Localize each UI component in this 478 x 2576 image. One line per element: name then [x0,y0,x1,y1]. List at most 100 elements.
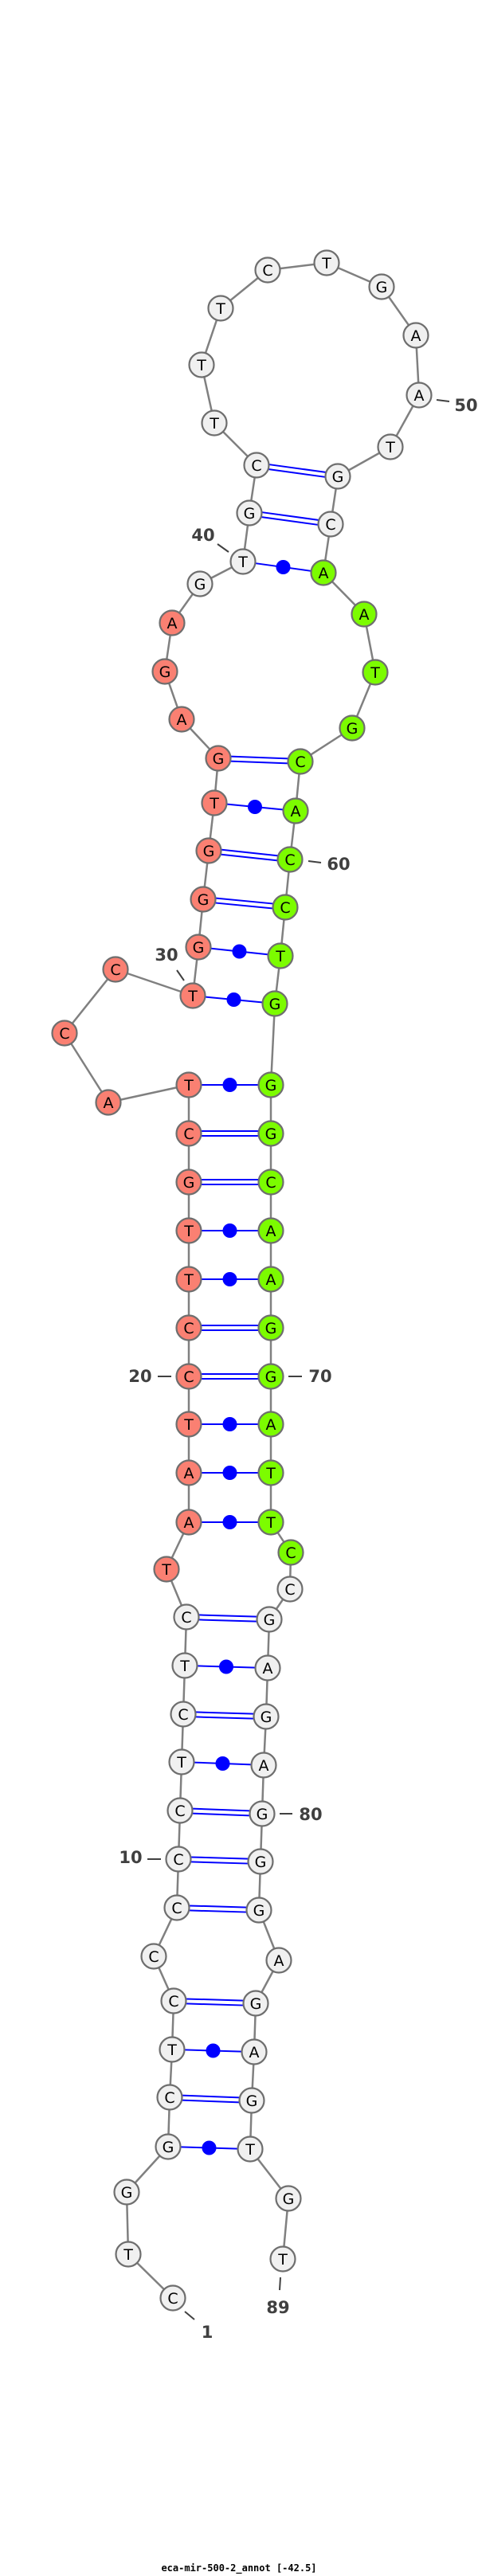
nucleotide: T [229,548,257,575]
nucleotide: G [339,714,366,742]
nucleotide: T [188,351,215,378]
backbone-link [269,1003,276,1086]
nucleotide-letter: C [168,1993,178,2010]
pair-line [215,897,274,905]
nucleotide-circle [265,1947,292,1974]
pair-line [261,516,319,526]
position-label: 10 [119,1848,161,1867]
nucleotide-circle [175,1314,202,1341]
gc-pair [220,848,279,862]
nucleotide-circle [102,956,129,983]
nucleotide: C [140,1943,167,1970]
nucleotide-circle [175,1120,202,1147]
pair-line [182,2094,241,2099]
position-label: 1 [184,2311,213,2342]
nucleotide-letter: G [269,996,281,1013]
nucleotide-circle [153,1556,180,1583]
nucleotide-letter: G [257,1806,268,1823]
nucleotide: T [168,1748,195,1775]
nucleotide-letter: G [246,2093,258,2110]
nucleotide-circle [257,1509,284,1536]
gc-pair [268,464,327,478]
nucleotide: G [257,1363,284,1390]
nucleotide: C [175,1120,202,1147]
pair-line [230,755,289,760]
nucleotide-letter: T [277,2251,288,2269]
nucleotide-circle [229,548,257,575]
nucleotide-circle [256,1606,283,1633]
nucleotide: C [159,2284,186,2312]
nucleotide-letter: T [183,1416,194,1434]
backbone-link [115,968,194,997]
nucleotide-circle [272,894,299,921]
nucleotide-letter: T [196,357,206,374]
gc-pair [201,1325,259,1331]
nucleotide: A [257,1411,284,1438]
nucleotide: G [190,886,217,913]
pair-dot [248,800,262,814]
nucleotide-circle [195,837,222,864]
gc-pair [188,1905,248,1913]
nucleotide-letter: C [164,2089,174,2107]
weak-pair [201,1078,259,1092]
nucleotide-letter: C [174,1803,185,1820]
nucleotide-letter: T [187,988,198,1005]
nucleotide: T [237,2136,264,2163]
nucleotide-letter: A [319,565,329,582]
pair-line [195,1711,255,1715]
nucleotide: G [257,1071,284,1098]
nucleotide: C [156,2084,183,2111]
nucleotide-circle [163,1894,190,1921]
weak-pair [196,1659,257,1674]
nucleotide: G [151,658,178,685]
nucleotide-circle [171,1652,198,1679]
nucleotide-circle [175,1071,202,1098]
nucleotide-letter: G [244,505,256,523]
pair-dot [219,1659,233,1674]
nucleotide-letter: A [266,1223,276,1240]
nucleotide-circle [406,382,433,409]
nucleotide: G [242,1990,269,2017]
nucleotide-circle [313,249,340,276]
weak-pair [201,1272,259,1286]
nucleotide-letter: T [237,554,248,571]
nucleotide-circle [257,1217,284,1244]
pair-line [190,1856,249,1860]
nucleotide-letter: G [283,2190,295,2208]
nucleotide-circle [190,886,217,913]
nucleotides: CTGGCTCCCCCTCTCTAATCCTTGCTACCTGGGTGAGAGT… [51,249,433,2312]
position-tick [308,860,322,863]
position-number: 80 [299,1805,322,1824]
nucleotide-circle [175,1411,202,1438]
nucleotide-letter: C [59,1025,69,1043]
gc-pair [191,1807,251,1817]
nucleotide-letter: G [198,891,210,909]
pair-line [181,2099,240,2104]
nucleotide-letter: C [325,516,335,534]
weak-pair [204,992,264,1007]
nucleotide-letter: A [167,615,178,632]
nucleotide-letter: G [332,468,344,486]
nucleotide-letter: A [266,1416,276,1434]
nucleotide: T [175,1217,202,1244]
nucleotide: A [265,1947,292,1974]
weak-pair [179,2140,239,2155]
position-tick [176,969,185,981]
nucleotide-circle [243,452,270,479]
nucleotide: C [163,1894,190,1921]
base-pairs [179,464,327,2155]
weak-pair [254,560,312,574]
nucleotide-letter: G [265,1320,277,1337]
nucleotide-letter: T [183,1077,194,1094]
nucleotide: T [267,942,294,969]
position-number: 40 [191,526,214,545]
nucleotide: C [257,1169,284,1196]
nucleotide: A [175,1459,202,1486]
nucleotide: C [317,511,344,538]
nucleotide-circle [201,409,228,437]
nucleotide-letter: C [110,961,120,979]
nucleotide-circle [247,1848,274,1875]
nucleotide-circle [173,1603,200,1631]
nucleotide-letter: C [167,2290,178,2308]
nucleotide: G [155,2133,182,2160]
